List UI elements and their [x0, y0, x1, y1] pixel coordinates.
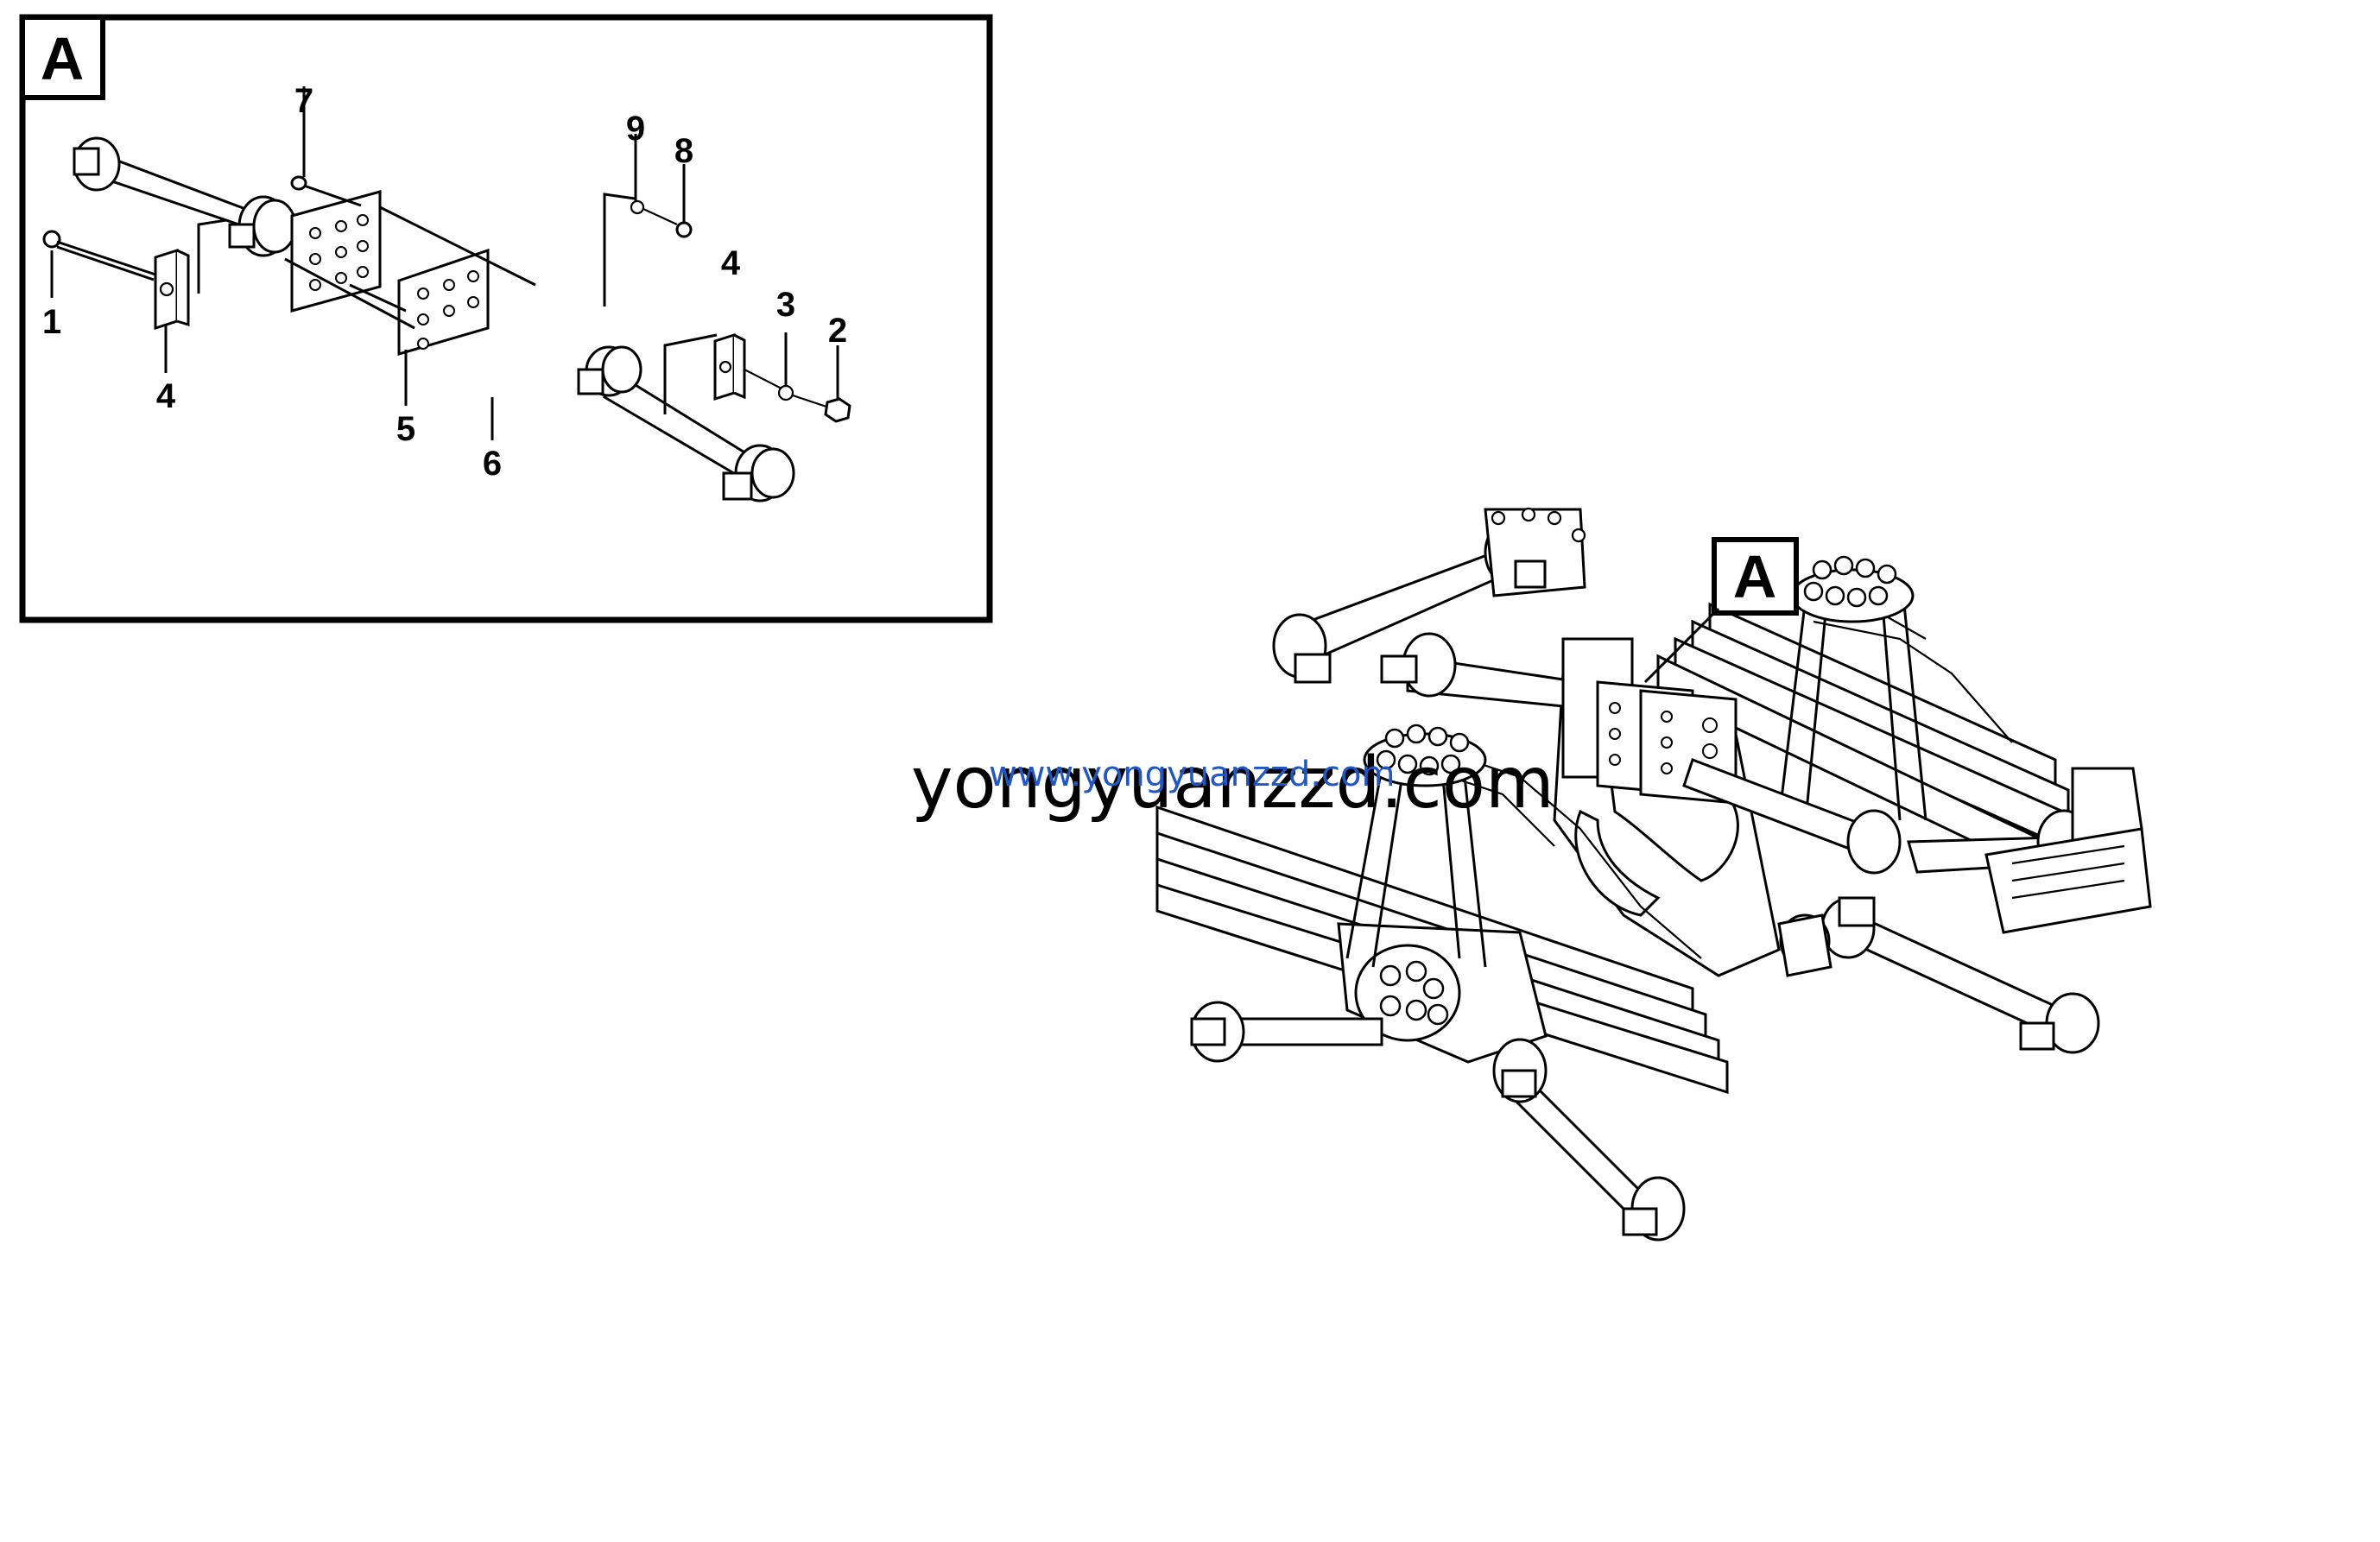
clamp-4-left: [154, 248, 190, 331]
rear-lower-torque-rod: [1777, 896, 2100, 1054]
plate-upper: [290, 190, 382, 313]
plate-5: [397, 248, 490, 356]
assembly-marker: A: [1733, 543, 1777, 610]
middle-torque-rod: [1380, 632, 1582, 710]
front-hub: [1337, 922, 1548, 1064]
callout-3: 3: [776, 286, 795, 324]
callout-7: 7: [294, 82, 313, 120]
callout-4-left: 4: [156, 377, 176, 415]
rear-upper-torque-rod: [1272, 507, 1586, 684]
rear-right-bracket: [1984, 767, 2152, 934]
upper-torque-rod: [73, 136, 297, 257]
front-lower-torque-rods: [1190, 1001, 1686, 1242]
detail-title-box: [20, 15, 105, 100]
callout-5: 5: [396, 410, 415, 448]
bolt-1: [42, 230, 156, 281]
callout-6: 6: [483, 445, 502, 483]
assembly-marker-box: [1712, 537, 1799, 616]
callout-9: 9: [626, 110, 645, 148]
rear-u-bolts: [1777, 555, 1927, 830]
callout-8: 8: [674, 132, 693, 170]
callout-2: 2: [828, 312, 847, 350]
callout-1: 1: [42, 303, 61, 341]
front-u-bolts: [1345, 724, 1487, 968]
clamp-4-right: [713, 332, 746, 401]
bolt-7: [290, 175, 362, 207]
lower-torque-rod: [577, 345, 795, 502]
detail-view-a: A: [19, 14, 993, 623]
callout-4-right: 4: [721, 244, 741, 282]
watermark: yongyuanzzd.com: [911, 743, 1554, 825]
detail-title: A: [41, 25, 85, 92]
watermark-overlay: www.yongyuanzzd.com: [989, 755, 1396, 794]
assembly-view: A: [1155, 507, 2152, 1242]
